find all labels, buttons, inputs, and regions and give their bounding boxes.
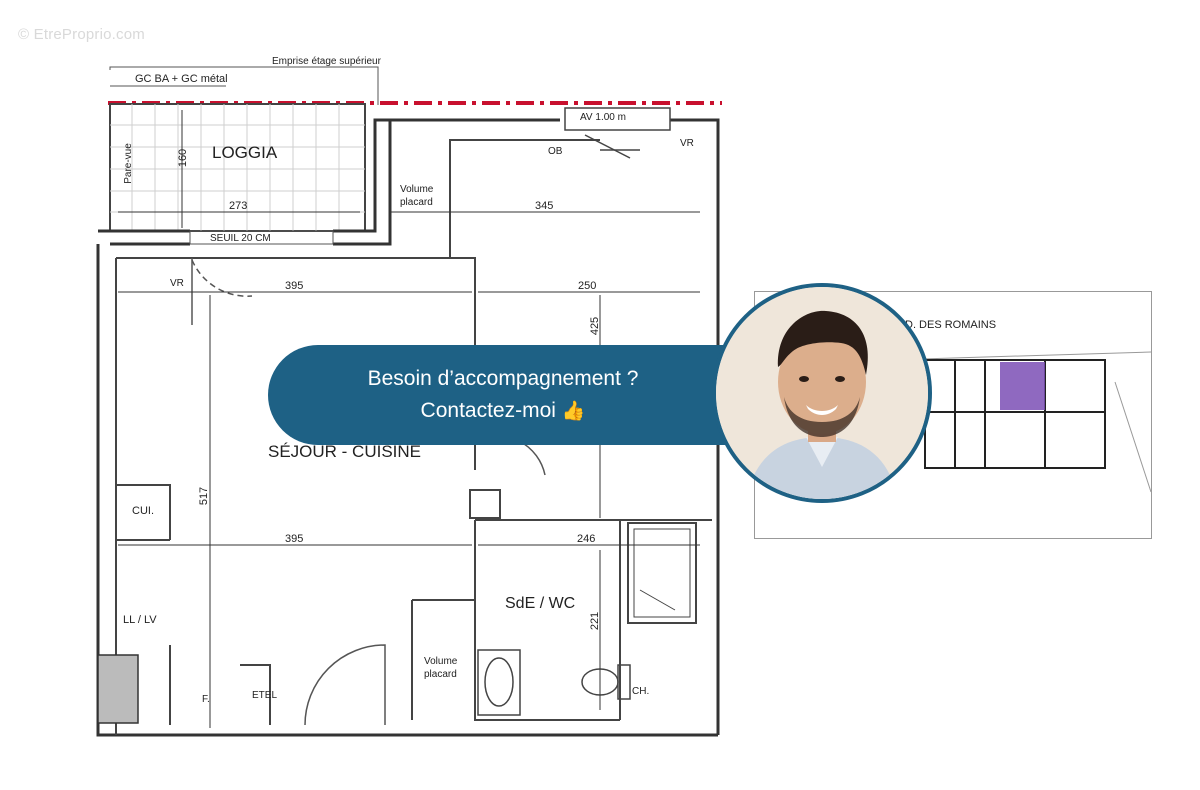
volume-placard-2-l2: placard: [424, 669, 457, 680]
volume-placard-2-l1: Volume: [424, 656, 458, 667]
dim-250: 250: [578, 280, 597, 292]
f-label: F.: [202, 694, 210, 705]
ch-label: CH.: [632, 686, 650, 697]
vr-right-label: VR: [680, 138, 694, 149]
sejour-label: SÉJOUR - CUISINE: [268, 442, 422, 461]
volume-placard-1-l2: placard: [400, 197, 433, 208]
emprise-label: Emprise étage supérieur: [272, 56, 381, 67]
dim-345: 345: [535, 200, 554, 212]
seuil-label: SEUIL 20 CM: [210, 233, 271, 244]
emprise-bracket: [109, 66, 379, 105]
contact-banner[interactable]: Besoin d’accompagnement ? Contactez-moi …: [268, 345, 738, 445]
pare-vue-label: Pare-vue: [122, 143, 134, 184]
dim-221: 221: [589, 611, 602, 631]
doors: [191, 258, 546, 726]
toilet: [581, 664, 631, 700]
agent-photo: [716, 287, 928, 499]
lllv-label: LL / LV: [123, 614, 157, 626]
thumbs-up-icon: 👍: [561, 400, 586, 422]
volume-placard-1-l1: Volume: [400, 184, 434, 195]
window-av: [564, 107, 671, 159]
loggia-grid: [109, 103, 366, 232]
dim-160: 160: [177, 148, 190, 168]
banner-line-2: Contactez-moi 👍: [421, 395, 586, 428]
sde-label: SdE / WC: [505, 595, 576, 612]
dim-395-top: 395: [285, 280, 304, 292]
street-label: D. DES ROMAINS: [905, 319, 997, 331]
gc-label: GC BA + GC métal: [135, 73, 228, 85]
highlighted-apartment: [1000, 362, 1045, 410]
washbasin: [477, 649, 521, 716]
duct: [469, 489, 501, 519]
walls: [96, 118, 720, 737]
dim-395-bottom: 395: [285, 533, 304, 545]
dim-425: 425: [589, 316, 602, 336]
etel-label: ETEL: [252, 690, 278, 701]
ob-label: OB: [548, 146, 563, 157]
seuil-bar: [189, 230, 334, 245]
dim-246: 246: [577, 533, 596, 545]
shower: [627, 522, 697, 624]
watermark-text: © EtreProprio.com: [18, 26, 145, 43]
av-label: AV 1.00 m: [580, 112, 626, 123]
dim-517: 517: [198, 486, 211, 506]
loggia-label: LOGGIA: [212, 143, 278, 162]
agent-avatar[interactable]: [712, 283, 932, 503]
dim-273: 273: [229, 200, 248, 212]
location-plan-drawing: [754, 351, 1152, 493]
hatched-wall: [97, 654, 139, 724]
cui-label: CUI.: [132, 505, 154, 517]
banner-line-1: Besoin d’accompagnement ?: [367, 366, 639, 390]
banner-contact-text: Contactez-moi: [420, 398, 556, 422]
vr-left-label: VR: [170, 278, 184, 289]
